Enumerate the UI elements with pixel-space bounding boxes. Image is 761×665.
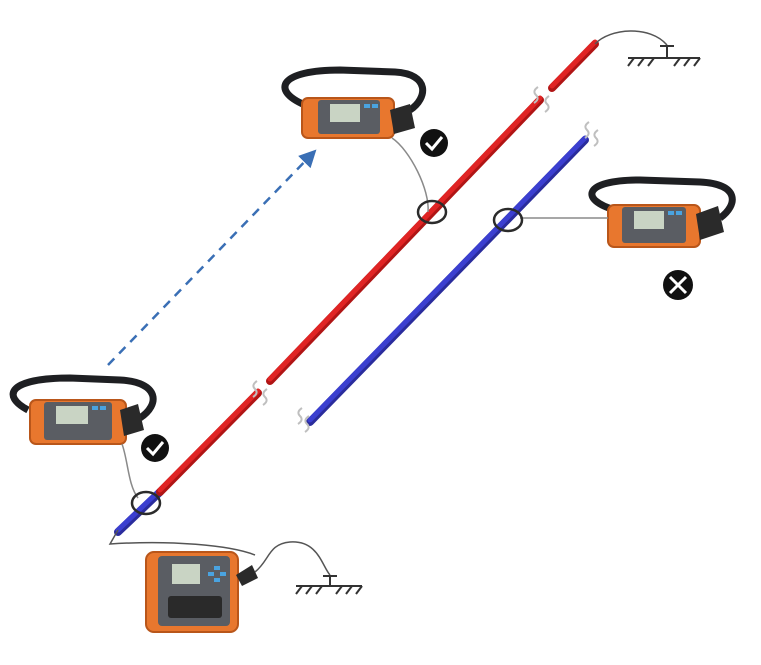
- cross-circle-icon: [663, 270, 693, 300]
- transmitter-ground-lead: [254, 541, 331, 576]
- signal-transmitter: [108, 529, 363, 633]
- receiver-top: [281, 66, 448, 225]
- receiver-top-lead: [391, 137, 429, 213]
- ground-symbol-icon: [627, 45, 701, 67]
- transmitter-keypad: [208, 566, 226, 582]
- live-cable-upper: [548, 39, 599, 92]
- receiver-top-clamp: [416, 199, 448, 225]
- ground-symbol-icon: [295, 575, 363, 595]
- receiver-left-clamp: [130, 490, 162, 516]
- other-cable-cut-marks: [297, 121, 599, 433]
- receiver-right-clamp: [492, 207, 524, 233]
- live-cable-middle: [266, 95, 544, 385]
- live-cable-cut-marks: [252, 86, 550, 406]
- receiver-left: [9, 374, 169, 516]
- transmitter-cable-lead: [108, 529, 256, 556]
- move-direction-arrow: [107, 149, 317, 366]
- check-circle-icon: [420, 129, 448, 157]
- other-cable: [306, 135, 589, 426]
- receiver-left-lead: [121, 443, 139, 499]
- check-circle-icon: [141, 434, 169, 462]
- receiver-right: [492, 176, 736, 300]
- top-ground-lead: [594, 30, 701, 67]
